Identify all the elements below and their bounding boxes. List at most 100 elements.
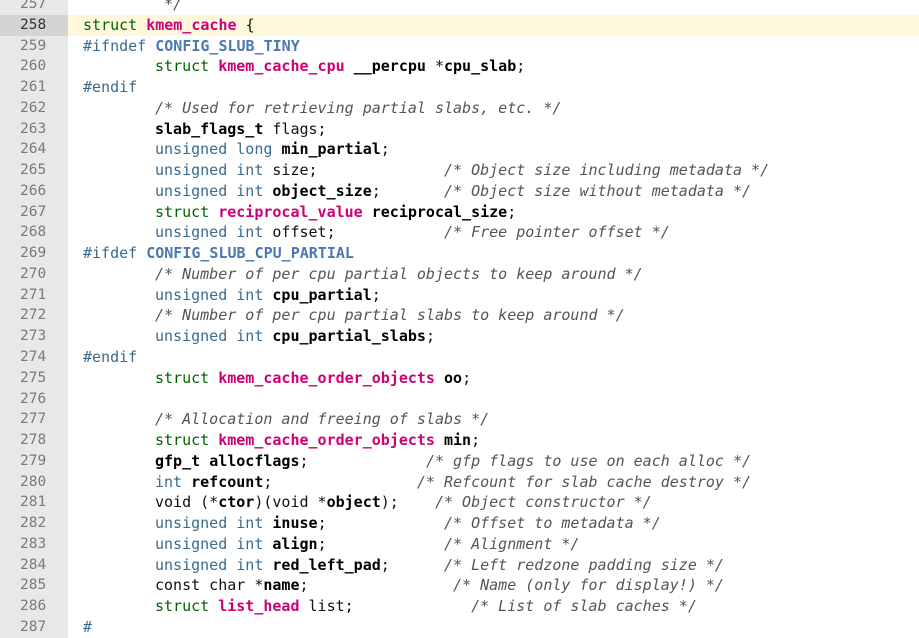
code-text: unsigned int object_size; /* Object size… (83, 181, 751, 202)
line-number: 261 (0, 77, 68, 98)
line-number: 271 (0, 284, 68, 306)
code-token: unsigned int (155, 514, 273, 533)
code-token: __percpu (353, 57, 426, 76)
code-token: ; (317, 514, 444, 533)
code-text: struct list_head list; /* List of slab c… (83, 596, 697, 617)
code-token: void (* (155, 493, 219, 512)
code-line[interactable]: 257 */ (0, 0, 919, 15)
code-token: { (236, 15, 255, 34)
code-line[interactable]: 259#ifndef CONFIG_SLUB_TINY (0, 35, 919, 57)
code-text: unsigned long min_partial; (83, 139, 390, 160)
code-token: #endif (83, 348, 138, 367)
code-token: ; (471, 431, 481, 450)
code-token (363, 203, 372, 221)
code-line[interactable]: 272/* Number of per cpu partial slabs to… (0, 305, 919, 327)
code-token: ; (380, 140, 390, 159)
code-token: struct (155, 202, 219, 221)
code-token: ; (263, 472, 417, 491)
line-number: 260 (0, 56, 68, 78)
code-token: size; (272, 161, 444, 180)
code-token: oo (444, 368, 463, 387)
code-line[interactable]: 261 #endif (0, 77, 919, 98)
code-token: int (155, 472, 192, 491)
line-number: 287 (0, 616, 68, 638)
code-text: void (*ctor)(void *object); /* Object co… (83, 492, 652, 513)
code-token: ; (425, 327, 435, 346)
code-token: struct (155, 431, 219, 450)
code-token: struct (155, 597, 219, 616)
code-line[interactable]: 274#endif (0, 347, 919, 368)
line-number: 267 (0, 201, 68, 223)
code-token: ; (299, 451, 426, 470)
code-text: struct kmem_cache_order_objects oo; (83, 368, 471, 389)
line-number: 282 (0, 513, 68, 534)
code-token: refcount (191, 472, 264, 491)
code-token: unsigned long (155, 140, 282, 159)
code-token: kmem_cache_cpu (218, 57, 345, 76)
code-token: #ifdef (83, 244, 147, 263)
code-line[interactable]: 282 unsigned int inuse; /* Offset to meta… (0, 513, 919, 534)
code-token: min_partial (281, 140, 381, 159)
code-line[interactable]: 262/* Used for retrieving partial slabs,… (0, 97, 919, 119)
code-line[interactable]: 266 unsigned int object_size; /* Object s… (0, 180, 919, 202)
code-line[interactable]: 265 unsigned int size; /* Object size inc… (0, 160, 919, 181)
code-token: offset; (272, 223, 444, 242)
code-token: /* List of slab caches */ (471, 597, 697, 616)
code-token: min (444, 431, 472, 450)
code-token: struct (155, 57, 219, 76)
code-token: ctor (218, 493, 255, 512)
code-token: /* Number of per cpu partial objects to … (155, 264, 643, 283)
code-text: /* Number of per cpu partial slabs to ke… (83, 305, 625, 326)
code-token: align (272, 534, 318, 553)
code-line[interactable]: 276 (0, 388, 919, 410)
code-token: object (326, 493, 381, 512)
code-text: unsigned int inuse; /* Offset to metadat… (83, 513, 661, 534)
code-token: /* Name (only for display!) */ (453, 576, 724, 595)
code-line[interactable]: 277/* Allocation and freeing of slabs */ (0, 409, 919, 431)
line-number: 269 (0, 243, 68, 264)
line-number: 263 (0, 118, 68, 140)
code-text: */ (83, 0, 182, 15)
code-line[interactable]: 270/* Number of per cpu partial objects … (0, 263, 919, 285)
code-token (345, 57, 354, 75)
line-number: 275 (0, 367, 68, 389)
code-text: unsigned int size; /* Object size includ… (83, 160, 769, 181)
code-token: /* Object constructor */ (434, 493, 652, 512)
code-token: /* Object size including metadata */ (444, 161, 770, 180)
code-line[interactable]: 269#ifdef CONFIG_SLUB_CPU_PARTIAL (0, 243, 919, 264)
code-token: ; (371, 181, 444, 200)
code-text: #endif (83, 77, 137, 98)
code-token: */ (155, 0, 183, 13)
line-number: 266 (0, 180, 68, 202)
code-token: # (83, 617, 93, 636)
line-number: 265 (0, 160, 68, 181)
code-text: unsigned int cpu_partial_slabs; (83, 326, 435, 347)
code-token: reciprocal_size (371, 202, 508, 221)
code-token: /* Refcount for slab cache destroy */ (416, 472, 752, 491)
code-text: # (83, 617, 92, 638)
code-line[interactable]: 287 # (0, 616, 919, 638)
code-text: #ifndef CONFIG_SLUB_TINY (83, 36, 300, 57)
code-text: unsigned int align; /* Alignment */ (83, 534, 579, 555)
code-token: ; (299, 576, 454, 595)
code-token: cpu_partial_slabs (272, 327, 426, 346)
code-token: kmem_cache_order_objects (218, 368, 435, 387)
code-line[interactable]: 275 struct kmem_cache_order_objects oo; (0, 367, 919, 389)
